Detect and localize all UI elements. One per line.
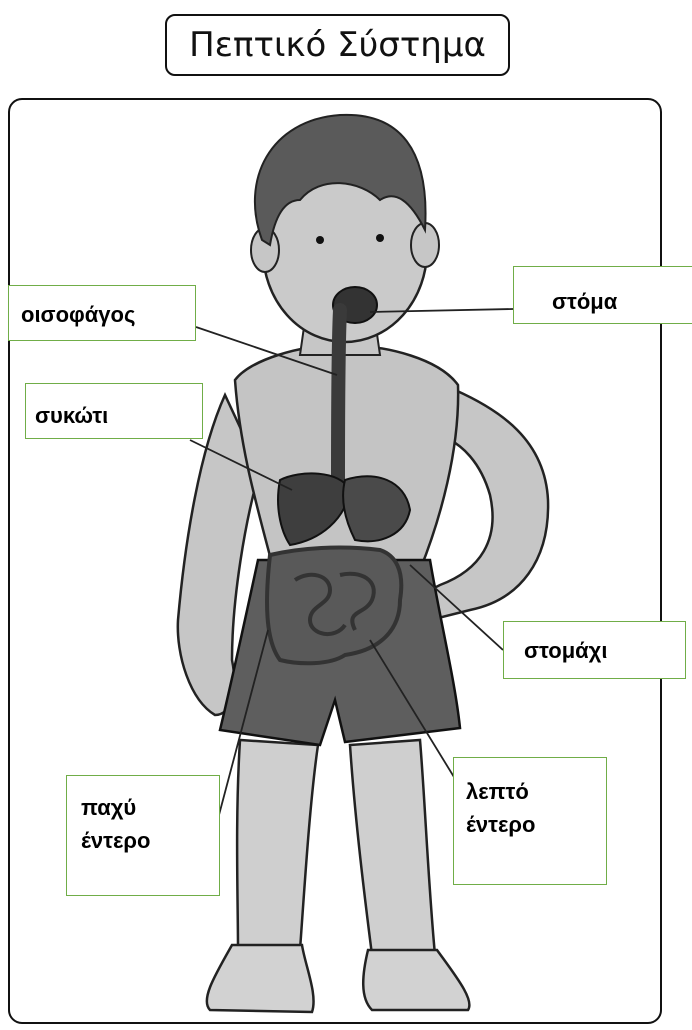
label-large-intestine: παχύ έντερο: [66, 775, 220, 896]
label-esophagus: οισοφάγος: [8, 285, 196, 341]
esophagus-shape: [338, 310, 340, 480]
label-small-intestine: λεπτό έντερο: [453, 757, 607, 885]
label-stomach: στομάχι: [503, 621, 686, 679]
label-liver: συκώτι: [25, 383, 203, 439]
eye-left: [316, 236, 324, 244]
label-small-intestine-line1: λεπτό: [466, 775, 606, 808]
torso: [235, 345, 458, 575]
label-large-intestine-line1: παχύ: [81, 791, 219, 824]
label-mouth: στόμα: [513, 266, 692, 324]
label-mouth-text: στόμα: [552, 289, 617, 314]
label-large-intestine-line2: έντερο: [81, 824, 219, 857]
label-esophagus-text: οισοφάγος: [21, 302, 135, 327]
label-liver-text: συκώτι: [35, 403, 108, 428]
legs: [237, 740, 435, 955]
feet: [207, 945, 470, 1012]
eye-right: [376, 234, 384, 242]
label-small-intestine-line2: έντερο: [466, 808, 606, 841]
label-stomach-text: στομάχι: [524, 638, 607, 663]
